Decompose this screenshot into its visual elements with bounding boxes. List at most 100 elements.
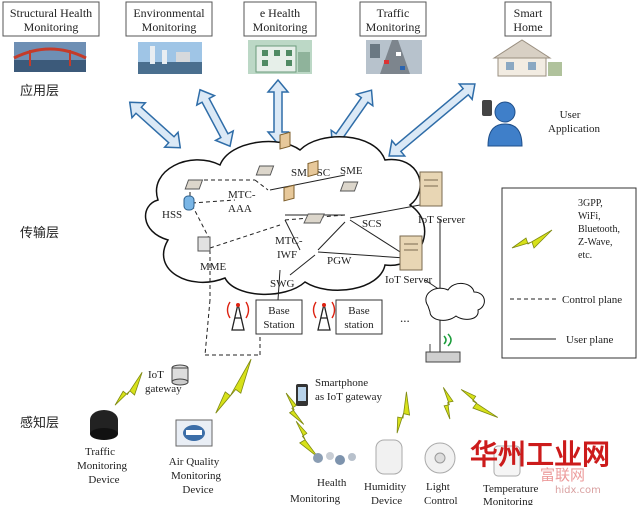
smartphone-label-1: Smartphone	[315, 377, 368, 389]
double-arrow-icon	[195, 88, 235, 148]
iot-server-2: IoT Server	[385, 235, 432, 286]
air-quality-label-2: Monitoring	[171, 470, 222, 482]
health-monitoring-device: Health Monitoring	[290, 452, 356, 505]
hospital-icon	[248, 40, 312, 74]
mtc-iwf-label-1: MTC-	[275, 235, 303, 247]
temperature-label-2: Monitoring	[483, 496, 534, 505]
hss-label: HSS	[162, 209, 182, 221]
base-station-1: Base Station	[226, 299, 303, 335]
sensor-puck-icon	[90, 410, 118, 440]
wireless-links	[114, 358, 499, 458]
watermark-badge: 富联网	[540, 466, 585, 484]
layer-label-transport: 传输层	[20, 225, 59, 241]
legend-control-plane: Control plane	[562, 294, 622, 306]
user-application: User Application	[482, 100, 600, 147]
smartphone-gateway: Smartphone as IoT gateway	[296, 377, 382, 406]
humidity-device: Humidity Device	[364, 439, 407, 505]
mme-label: MME	[200, 261, 227, 273]
mme-node: MME	[197, 236, 227, 273]
mtc-iwf-node: MTC- IWF	[275, 131, 303, 261]
swg-node: SWG	[270, 184, 295, 290]
factory-icon	[138, 42, 202, 74]
mtc-iwf-label-2: IWF	[277, 249, 297, 261]
base-station-label-1: Base	[268, 305, 290, 317]
app-label-line2: Monitoring	[24, 20, 79, 34]
legend-radio-1: 3GPP,	[578, 198, 603, 209]
app-label-line2: Monitoring	[366, 20, 421, 34]
traffic-monitoring-device: Traffic Monitoring Device	[77, 410, 128, 486]
legend-radio-4: Z-Wave,	[578, 237, 612, 248]
legend-user-plane: User plane	[566, 334, 613, 346]
double-arrow-icon	[128, 101, 182, 149]
app-label-line1: Structural Health	[10, 6, 92, 20]
pgw-label: PGW	[327, 255, 352, 267]
humidity-label-1: Humidity	[364, 481, 407, 493]
scs-label: SCS	[362, 218, 382, 230]
app-cloud-arrows	[128, 78, 476, 157]
gateway-icon	[307, 160, 319, 178]
mtc-aaa-node: MTC- AAA	[184, 179, 256, 215]
wireless-bolt-icon	[442, 387, 454, 420]
gateway-icon	[279, 131, 291, 150]
mtc-aaa-label-1: MTC-	[228, 189, 256, 201]
scs-node: SCS	[303, 213, 382, 230]
thermostat-icon	[493, 445, 521, 477]
double-arrow-icon	[388, 83, 476, 157]
server-tower-icon	[419, 171, 443, 207]
light-sensor-icon	[424, 442, 456, 474]
traffic-device-label-2: Monitoring	[77, 460, 128, 472]
health-kit-icon	[313, 452, 356, 465]
air-quality-label-1: Air Quality	[169, 456, 220, 468]
health-label-2: Monitoring	[290, 493, 341, 505]
iot-server-1: IoT Server	[418, 171, 465, 226]
pgw-node: PGW	[307, 160, 352, 267]
user-plane-links	[269, 174, 466, 352]
base-station-2: Base station	[312, 299, 383, 335]
app-label-line1: Smart	[514, 6, 543, 20]
app-label-line1: Traffic	[377, 6, 410, 20]
light-control-label-1: Light	[426, 481, 450, 493]
antenna-tower-icon	[226, 301, 250, 331]
humidity-label-2: Device	[371, 495, 402, 505]
router-icon	[255, 165, 275, 176]
iot-gateway-label-1: IoT	[148, 369, 164, 381]
user-application-line1: User	[560, 109, 581, 121]
server-icon	[197, 236, 211, 252]
wireless-bolt-icon	[396, 391, 411, 434]
base-station-label-2: Station	[263, 319, 295, 331]
iot-gateway: IoT gateway	[145, 364, 189, 395]
bridge-icon	[13, 42, 87, 72]
watermark-main: 华州工业网	[470, 438, 610, 471]
wifi-router-icon	[425, 333, 461, 363]
iot-server-label: IoT Server	[385, 274, 432, 286]
sme-node: SME	[339, 165, 363, 192]
ellipsis: ...	[400, 310, 410, 325]
user-icon	[482, 100, 523, 147]
database-icon	[183, 195, 195, 211]
app-smart-home: Smart Home	[492, 1, 562, 77]
traffic-device-label-1: Traffic	[85, 446, 115, 458]
sme-label: SME	[340, 165, 363, 177]
watermark: 华州工业网 富联网 hidx.com	[470, 438, 610, 496]
app-ehealth: e Health Monitoring	[243, 1, 317, 74]
layer-label-application: 应用层	[20, 83, 59, 99]
app-label-line1: Environmental	[133, 6, 205, 20]
internet-cloud	[425, 283, 485, 321]
app-label-line2: Monitoring	[142, 20, 197, 34]
wireless-bolt-icon	[460, 389, 499, 418]
hss-node: HSS	[162, 195, 195, 221]
temperature-label-1: Temperature	[483, 483, 539, 495]
router-icon	[339, 181, 359, 192]
air-sensor-icon	[175, 419, 213, 447]
base-station-label-2: station	[344, 319, 374, 331]
house-icon	[492, 39, 562, 77]
wireless-bolt-icon	[215, 358, 252, 414]
health-label-1: Health	[317, 477, 347, 489]
gateway-stack-icon	[171, 364, 189, 386]
legend-radio-2: WiFi,	[578, 211, 601, 222]
legend-radio-5: etc.	[578, 250, 592, 261]
router-icon	[184, 179, 204, 190]
wireless-bolt-icon	[295, 420, 319, 458]
app-traffic: Traffic Monitoring	[359, 1, 427, 74]
